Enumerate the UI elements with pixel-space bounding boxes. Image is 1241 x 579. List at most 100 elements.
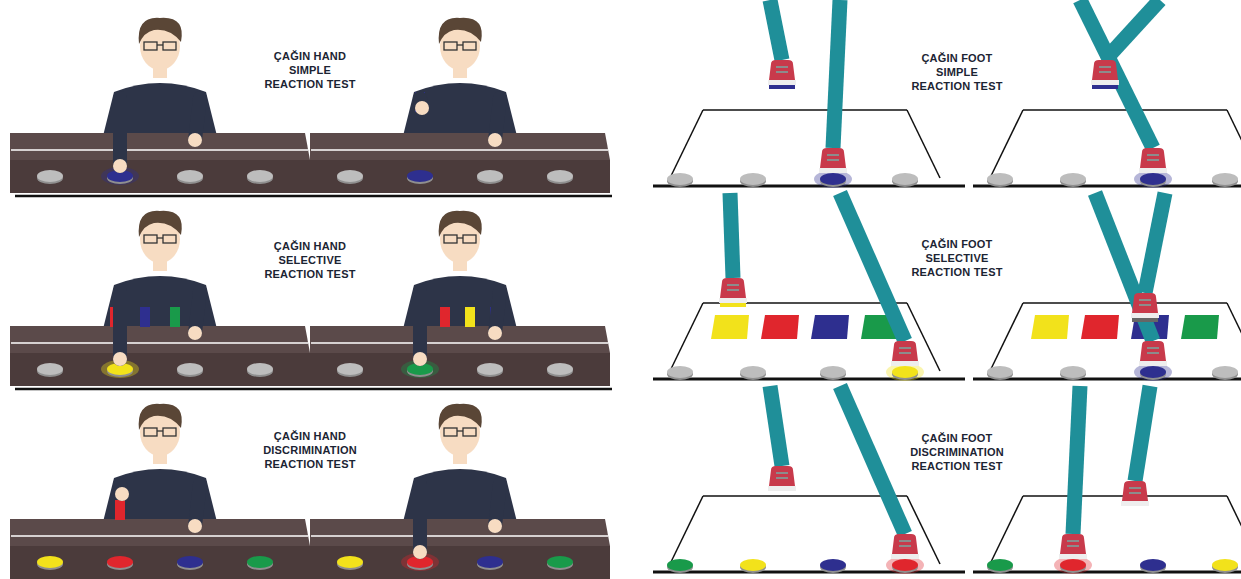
shoe-lace (899, 545, 911, 547)
leg (840, 386, 905, 534)
hand (113, 352, 127, 366)
push-button (820, 559, 846, 571)
glasses (463, 235, 476, 243)
sneaker (720, 278, 746, 298)
platform-edge (670, 496, 703, 564)
colour-block (440, 307, 450, 327)
shoe-lace (776, 477, 788, 479)
scene-label: ÇAĞIN HAND DISCRIMINATION REACTION TEST (263, 430, 357, 471)
shoe-lace (1067, 540, 1079, 542)
leg (770, 0, 782, 60)
desk-top (10, 133, 310, 160)
shoe-sole (1139, 168, 1167, 173)
push-button (477, 363, 503, 375)
colour-block (170, 307, 180, 327)
hand (115, 487, 129, 501)
glasses (444, 428, 457, 436)
scene-label: ÇAĞIN FOOT DISCRIMINATION REACTION TEST (910, 432, 1004, 473)
hair (139, 404, 182, 430)
scene-label: ÇAĞIN HAND SELECTIVE REACTION TEST (264, 240, 355, 281)
shoe-sole (891, 554, 919, 559)
desk-stripe (311, 342, 608, 344)
hand (413, 545, 427, 559)
leg (833, 0, 840, 148)
divider-line (15, 388, 612, 391)
sneaker (1060, 534, 1086, 554)
colour-pad (711, 315, 749, 339)
glasses (144, 42, 157, 50)
desk-top (10, 326, 310, 353)
shoe-sole (768, 80, 796, 85)
hand (488, 326, 502, 340)
sneaker (1140, 148, 1166, 168)
glasses (457, 44, 463, 45)
shoe-sole (719, 298, 747, 303)
push-button (247, 556, 273, 568)
platform-edge (1227, 303, 1241, 371)
glasses (144, 428, 157, 436)
desk-front (310, 353, 610, 386)
shoe-lace (899, 347, 911, 349)
desk-front (10, 546, 310, 579)
hand (188, 519, 202, 533)
leg (840, 193, 905, 341)
glasses (444, 42, 457, 50)
hair (439, 18, 482, 44)
push-button (407, 170, 433, 182)
sneaker (1140, 341, 1166, 361)
hair (139, 211, 182, 237)
platform-edge (703, 495, 907, 497)
push-button (987, 559, 1013, 571)
platform-base (973, 185, 1241, 188)
push-button (820, 366, 846, 378)
platform-edge (1023, 109, 1227, 111)
sneaker (1092, 60, 1118, 80)
push-button (1140, 559, 1166, 571)
arm (113, 98, 127, 166)
colour-block (140, 307, 150, 327)
hair (439, 211, 482, 237)
glasses (463, 42, 476, 50)
glasses (463, 428, 476, 436)
torso (402, 83, 518, 140)
desk-front (10, 160, 310, 193)
shoe-lace (1147, 347, 1159, 349)
shoe-sole (768, 486, 796, 491)
desk-stripe (311, 535, 608, 537)
colour-block (465, 307, 475, 327)
leg (730, 193, 733, 278)
push-button (337, 363, 363, 375)
leg (1145, 193, 1165, 293)
sneaker (769, 466, 795, 486)
shoe-marker (1092, 85, 1118, 89)
platform-base (973, 571, 1241, 574)
shoe-lace (1147, 352, 1159, 354)
push-button (1140, 366, 1166, 378)
sneaker (820, 148, 846, 168)
scene-label: ÇAĞIN HAND SIMPLE REACTION TEST (264, 50, 355, 91)
desk-stripe (11, 149, 308, 151)
sneaker (892, 534, 918, 554)
sneaker (769, 60, 795, 80)
push-button (547, 556, 573, 568)
push-button (1212, 173, 1238, 185)
shoe-lace (1129, 487, 1141, 489)
glasses (457, 237, 463, 238)
platform-edge (1023, 302, 1227, 304)
shoe-marker (769, 85, 795, 89)
glasses (157, 44, 163, 45)
push-button (892, 559, 918, 571)
platform-edge (990, 303, 1023, 371)
push-button (477, 556, 503, 568)
platform-edge (990, 496, 1023, 564)
push-button (247, 170, 273, 182)
shoe-sole (1139, 361, 1167, 366)
hand (488, 133, 502, 147)
push-button (177, 556, 203, 568)
push-button (667, 559, 693, 571)
platform-edge (670, 303, 703, 371)
platform-edge (1227, 110, 1241, 178)
push-button (1212, 559, 1238, 571)
